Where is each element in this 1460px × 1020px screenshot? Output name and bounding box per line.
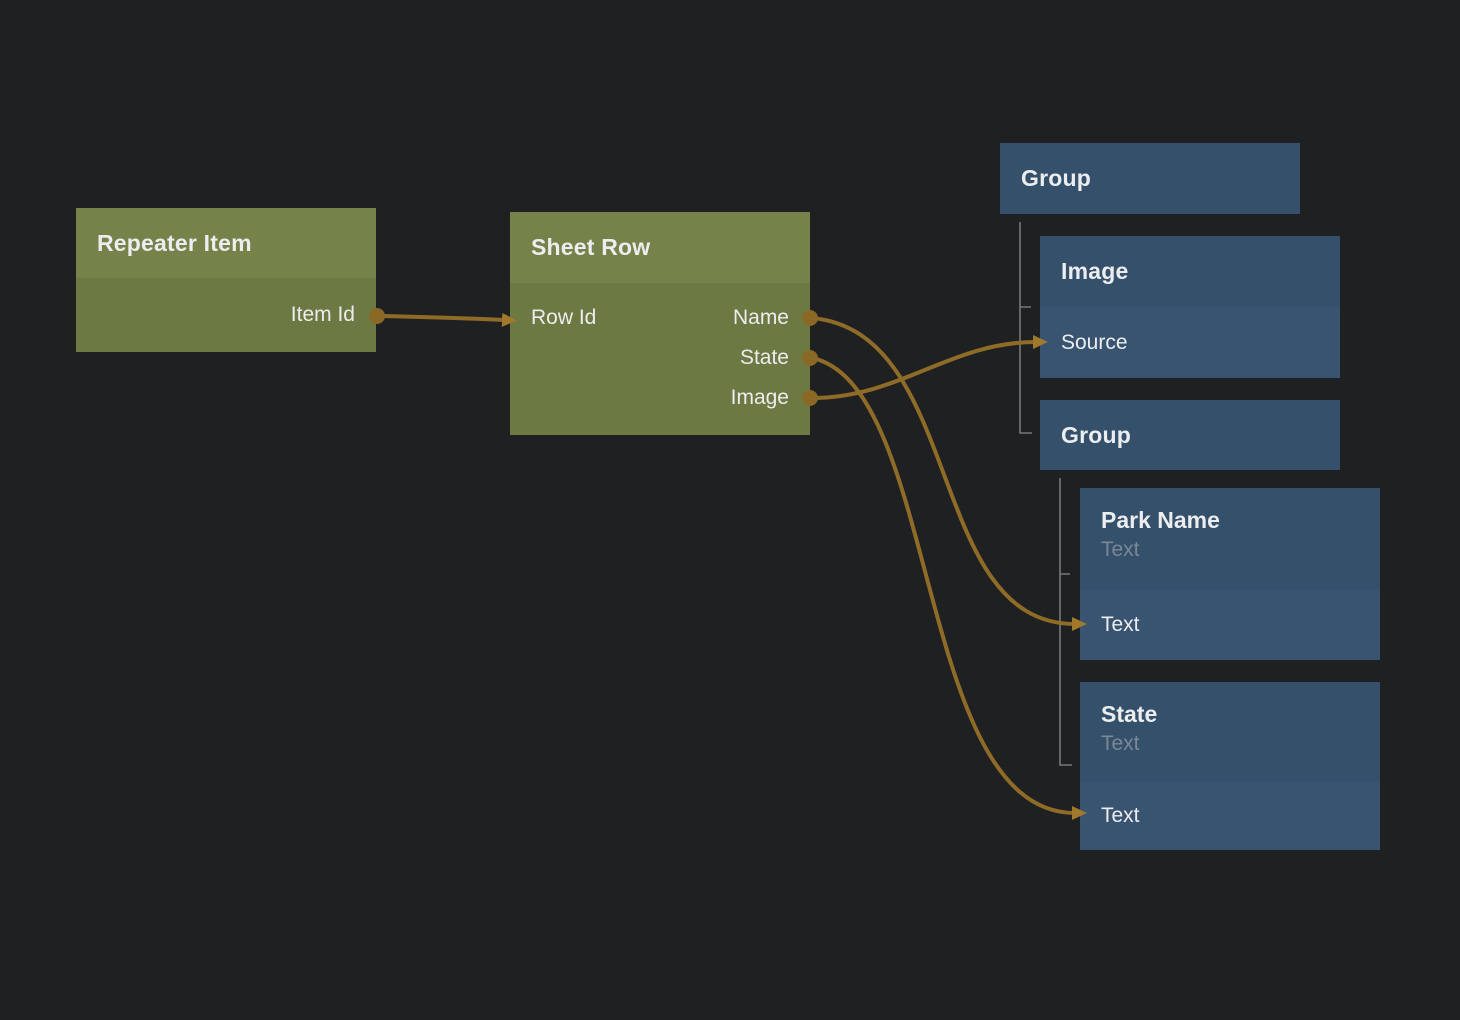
wire-state-to-state-text[interactable] (810, 356, 1087, 820)
port-row: State (510, 338, 810, 378)
node-body: Item Id (76, 278, 376, 352)
node-title: State (1101, 701, 1158, 727)
port-label-source: Source (1061, 330, 1128, 354)
node-title: Park Name (1101, 507, 1220, 533)
port-label-text: Text (1101, 804, 1140, 827)
port-row: Item Id (76, 295, 376, 335)
node-header[interactable]: Group (1000, 143, 1300, 214)
node-header[interactable]: Group (1040, 400, 1340, 470)
node-title: Group (1061, 421, 1131, 448)
node-title: Image (1061, 258, 1129, 284)
node-image[interactable]: Image Source (1040, 236, 1340, 378)
node-header[interactable]: Sheet Row (510, 212, 810, 283)
binding-row-source[interactable]: Source (1040, 307, 1340, 378)
node-subtitle: Text (1101, 732, 1140, 755)
node-header[interactable]: Image (1040, 236, 1340, 307)
node-park-name[interactable]: Park Name Text Text (1080, 488, 1380, 660)
port-label-state: State (739, 346, 789, 369)
node-body: Row Id Name State Image (510, 283, 810, 435)
port-label-image: Image (730, 386, 789, 409)
binding-row-text[interactable]: Text (1080, 782, 1380, 850)
tree-connector-outer-group (1019, 222, 1032, 434)
tree-connector-inner-group (1059, 478, 1072, 766)
node-title: Sheet Row (531, 234, 651, 260)
port-label-item-id: Item Id (290, 303, 355, 326)
node-header[interactable]: Repeater Item (76, 208, 376, 278)
wire-image-to-source[interactable] (810, 335, 1048, 400)
binding-row-text[interactable]: Text (1080, 590, 1380, 660)
port-label-text: Text (1101, 613, 1140, 636)
node-title: Repeater Item (97, 229, 252, 256)
node-repeater-item[interactable]: Repeater Item Item Id (76, 208, 376, 352)
node-subtitle: Text (1101, 538, 1140, 561)
port-row: Row Id Name (510, 298, 810, 338)
node-header[interactable]: Park Name Text (1080, 488, 1380, 590)
node-header[interactable]: State Text (1080, 682, 1380, 782)
node-group-outer[interactable]: Group (1000, 143, 1300, 214)
wire-item-id-to-row-id[interactable] (381, 312, 517, 327)
node-state[interactable]: State Text Text (1080, 682, 1380, 850)
port-label-name: Name (732, 306, 789, 329)
node-group-inner[interactable]: Group (1040, 400, 1340, 470)
node-title: Group (1021, 165, 1091, 191)
port-label-row-id: Row Id (531, 306, 597, 329)
port-row: Image (510, 378, 810, 418)
wire-name-to-park-name-text[interactable] (810, 316, 1087, 631)
node-sheet-row[interactable]: Sheet Row Row Id Name State Image (510, 212, 810, 435)
